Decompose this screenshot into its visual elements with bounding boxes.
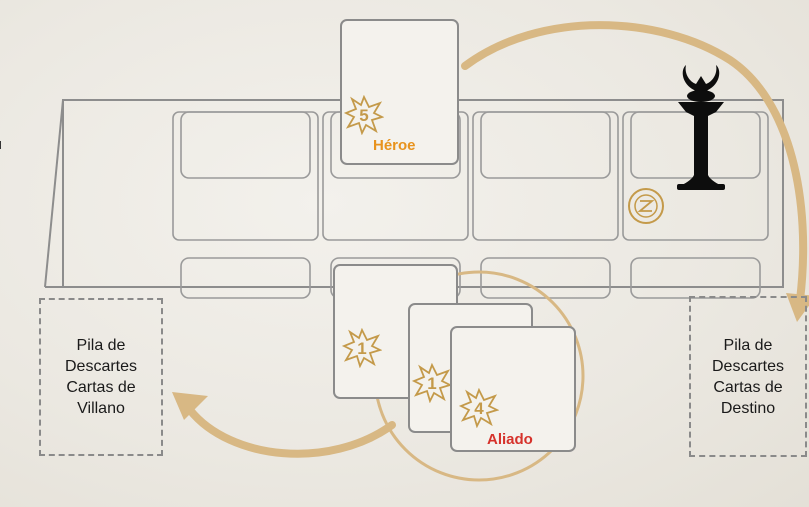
cost-icon: 1 [342, 328, 382, 368]
ally-card-front[interactable]: 4 Aliado [450, 326, 576, 452]
villain-mover-icon [677, 65, 725, 190]
hero-card[interactable]: 5 Héroe [340, 19, 459, 165]
fate-discard-label: Pila de Descartes Cartas de Destino [712, 335, 784, 419]
bottom-slots [181, 258, 760, 298]
villain-discard-pile[interactable]: Pila de Descartes Cartas de Villano [39, 298, 163, 456]
ally-front-cost: 4 [474, 399, 484, 418]
hero-label: Héroe [373, 137, 416, 154]
location-slot-3 [473, 112, 618, 240]
cost-icon: 1 [412, 363, 452, 403]
villain-discard-label: Pila de Descartes Cartas de Villano [65, 335, 137, 419]
cost-icon: 5 [344, 95, 384, 135]
ally-mid-cost: 1 [427, 374, 436, 393]
location-action-icon [629, 189, 663, 223]
hero-cost: 5 [359, 106, 368, 125]
arrow-to-villain-discard [190, 410, 392, 454]
location-slot-1 [173, 112, 318, 240]
fate-discard-pile[interactable]: Pila de Descartes Cartas de Destino [689, 296, 807, 457]
ally-back-cost: 1 [357, 339, 366, 358]
ally-label: Aliado [487, 431, 533, 448]
cost-icon: 4 [459, 388, 499, 428]
location-slots [173, 112, 768, 240]
